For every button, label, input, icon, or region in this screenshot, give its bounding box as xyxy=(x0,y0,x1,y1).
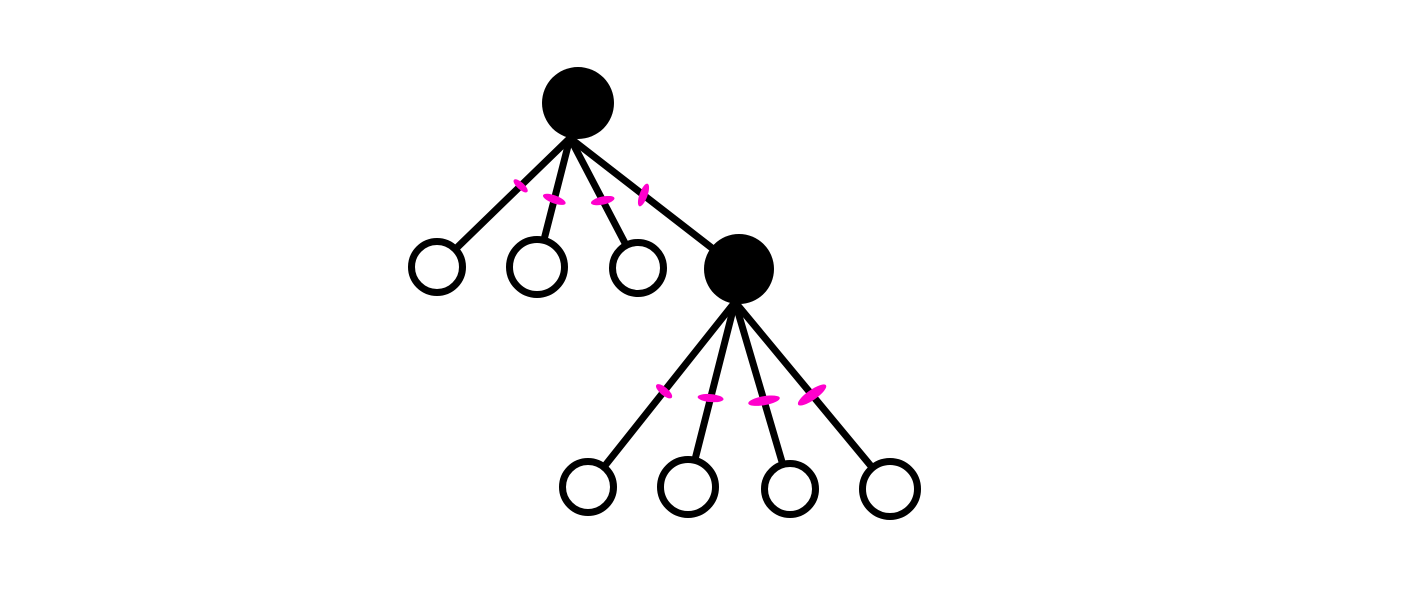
node-inner-child-2 xyxy=(657,456,719,518)
node-inner-child-3 xyxy=(761,460,819,518)
edge-mark-root-to-root-child-2 xyxy=(542,193,566,205)
node-root xyxy=(542,67,614,139)
node-root-child-2 xyxy=(506,236,568,298)
edge-inner-to-inner-child-4 xyxy=(731,298,874,469)
edge-marks-layer xyxy=(513,179,827,406)
edge-mark-inner-to-inner-child-2 xyxy=(697,393,724,403)
node-inner-child-4 xyxy=(859,458,921,520)
edge-mark-root-to-root-child-1 xyxy=(513,179,528,193)
edge-root-to-root-child-1 xyxy=(454,134,574,251)
edge-root-to-root-child-2 xyxy=(541,134,574,241)
node-root-child-3 xyxy=(609,239,667,297)
edge-inner-to-inner-child-3 xyxy=(731,298,786,465)
edges-layer xyxy=(454,134,874,469)
edge-inner-to-inner-child-2 xyxy=(692,298,739,461)
edge-inner-to-inner-child-1 xyxy=(602,298,739,468)
node-root-child-1 xyxy=(408,238,466,296)
edge-mark-root-to-root-child-3 xyxy=(590,195,615,206)
node-inner xyxy=(704,234,774,304)
edge-mark-inner-to-inner-child-4 xyxy=(797,384,827,406)
edge-mark-root-to-inner xyxy=(637,183,650,207)
edge-mark-inner-to-inner-child-3 xyxy=(748,395,780,406)
edge-root-to-root-child-3 xyxy=(566,134,629,246)
edge-mark-inner-to-inner-child-1 xyxy=(655,384,673,399)
nodes-layer xyxy=(408,67,921,520)
node-inner-child-1 xyxy=(559,458,617,516)
